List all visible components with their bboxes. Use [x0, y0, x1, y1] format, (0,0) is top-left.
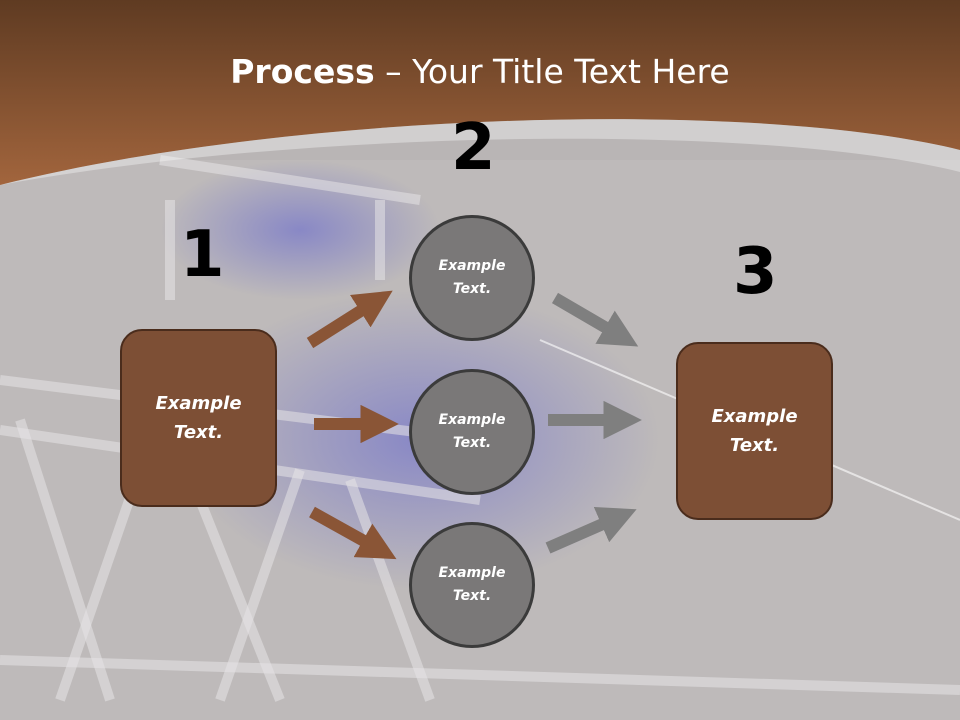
slide-title: Process – Your Title Text Here — [0, 52, 960, 91]
step-number-3: 3 — [733, 235, 778, 309]
arrow-from-bottom — [545, 507, 637, 554]
left-box-text: Example Text. — [155, 393, 242, 443]
left-box: Example Text. — [120, 329, 277, 507]
arrow-to-top — [306, 290, 393, 349]
circle-top-text: Example Text. — [438, 258, 506, 297]
circle-bottom: Example Text. — [409, 522, 535, 648]
step-number-1: 1 — [180, 218, 225, 292]
circle-middle-text: Example Text. — [438, 412, 506, 451]
circle-top: Example Text. — [409, 215, 535, 341]
arrow-to-bottom — [309, 506, 397, 560]
right-box: Example Text. — [676, 342, 833, 520]
title-rest: – Your Title Text Here — [374, 52, 730, 91]
circle-bottom-text: Example Text. — [438, 565, 506, 604]
circle-middle: Example Text. — [409, 369, 535, 495]
title-bold: Process — [230, 52, 375, 91]
right-box-text: Example Text. — [711, 406, 798, 456]
arrow-from-top — [551, 292, 639, 347]
step-number-2: 2 — [451, 111, 496, 185]
